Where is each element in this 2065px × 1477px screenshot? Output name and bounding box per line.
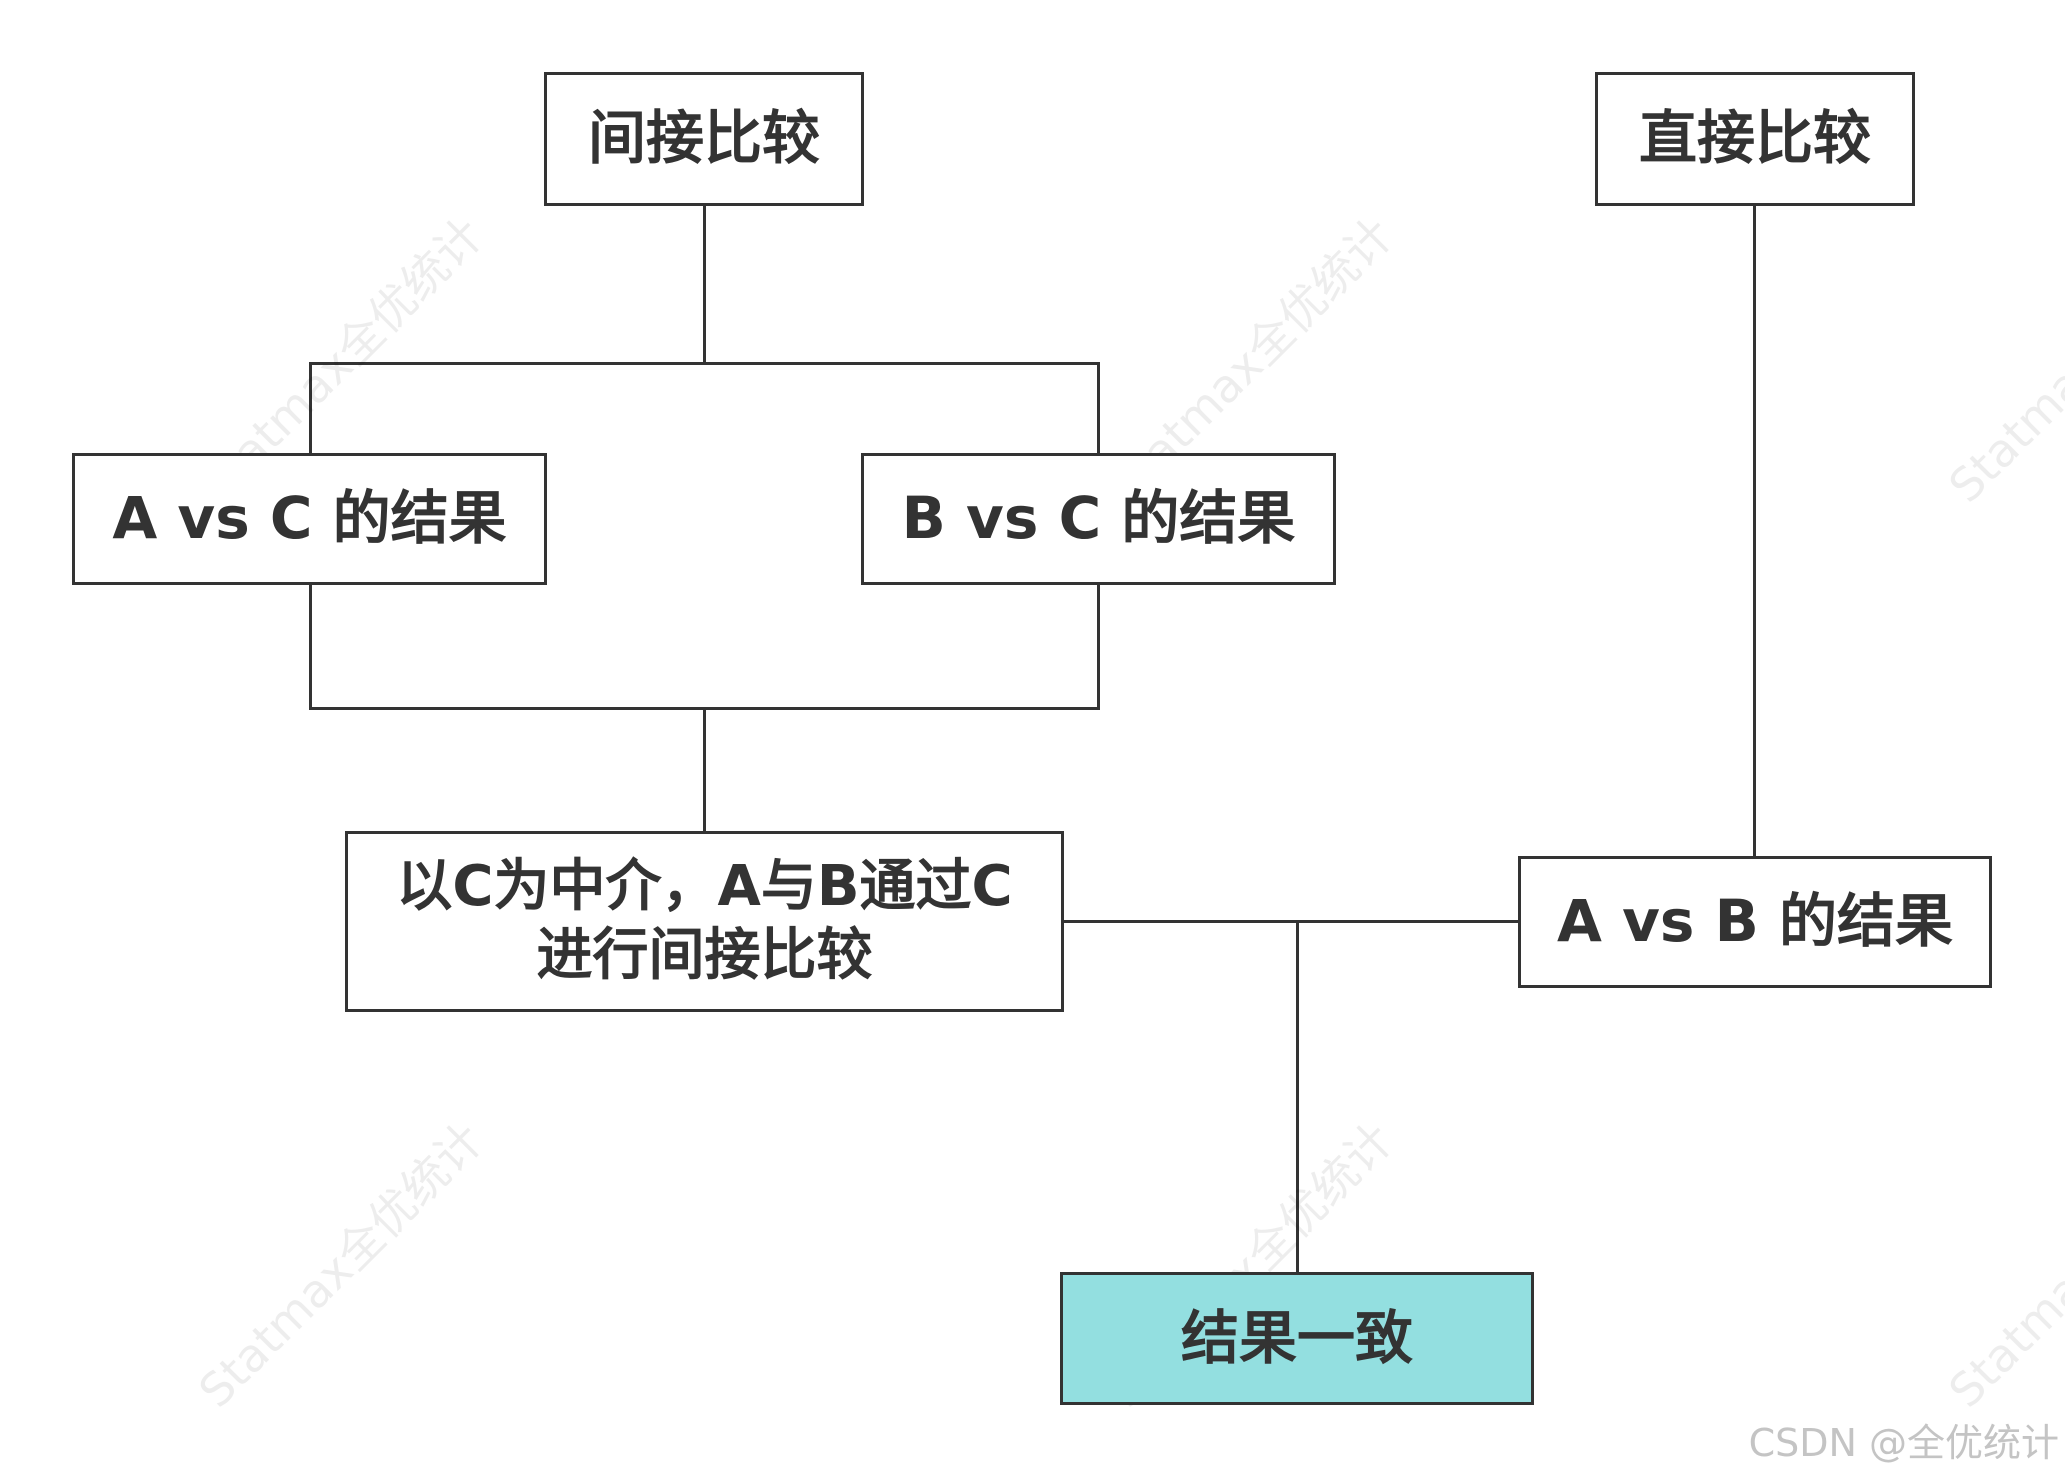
connector-to-avc: [309, 362, 312, 455]
connector-mediator-to-avb: [1060, 920, 1520, 923]
node-direct-comparison: 直接比较: [1595, 72, 1915, 206]
connector-to-bvc: [1097, 362, 1100, 455]
node-a-vs-c: A vs C 的结果: [72, 453, 547, 585]
node-consistent-result: 结果一致: [1060, 1272, 1534, 1405]
connector-indirect-down: [703, 206, 706, 364]
node-mediator-line-2: 进行间接比较: [536, 922, 873, 988]
connector-top-split: [309, 362, 1100, 365]
node-a-vs-b: A vs B 的结果: [1518, 856, 1992, 988]
node-mediator: 以C为中介，A与B通过C 进行间接比较: [345, 831, 1064, 1012]
node-consistent-result-label: 结果一致: [1180, 1303, 1413, 1372]
node-b-vs-c: B vs C 的结果: [861, 453, 1336, 585]
node-indirect-comparison-label: 间接比较: [587, 104, 820, 173]
node-direct-comparison-label: 直接比较: [1638, 104, 1871, 173]
connector-to-consistent: [1296, 920, 1299, 1275]
watermark: Statmax全优统计: [1938, 207, 2065, 513]
node-b-vs-c-label: B vs C 的结果: [901, 484, 1296, 553]
node-a-vs-c-label: A vs C 的结果: [112, 484, 507, 553]
connector-to-mediator: [703, 707, 706, 834]
watermark: Statmax全优统计: [188, 1112, 494, 1418]
node-indirect-comparison: 间接比较: [544, 72, 864, 206]
connector-direct-down: [1753, 206, 1756, 857]
connector-avc-down: [309, 584, 312, 710]
node-a-vs-b-label: A vs B 的结果: [1556, 887, 1953, 956]
source-credit: CSDN @全优统计: [1748, 1421, 2059, 1465]
connector-bvc-down: [1097, 584, 1100, 710]
node-mediator-line-1: 以C为中介，A与B通过C: [396, 854, 1013, 920]
watermark: Statmax全优统计: [1938, 1112, 2065, 1418]
